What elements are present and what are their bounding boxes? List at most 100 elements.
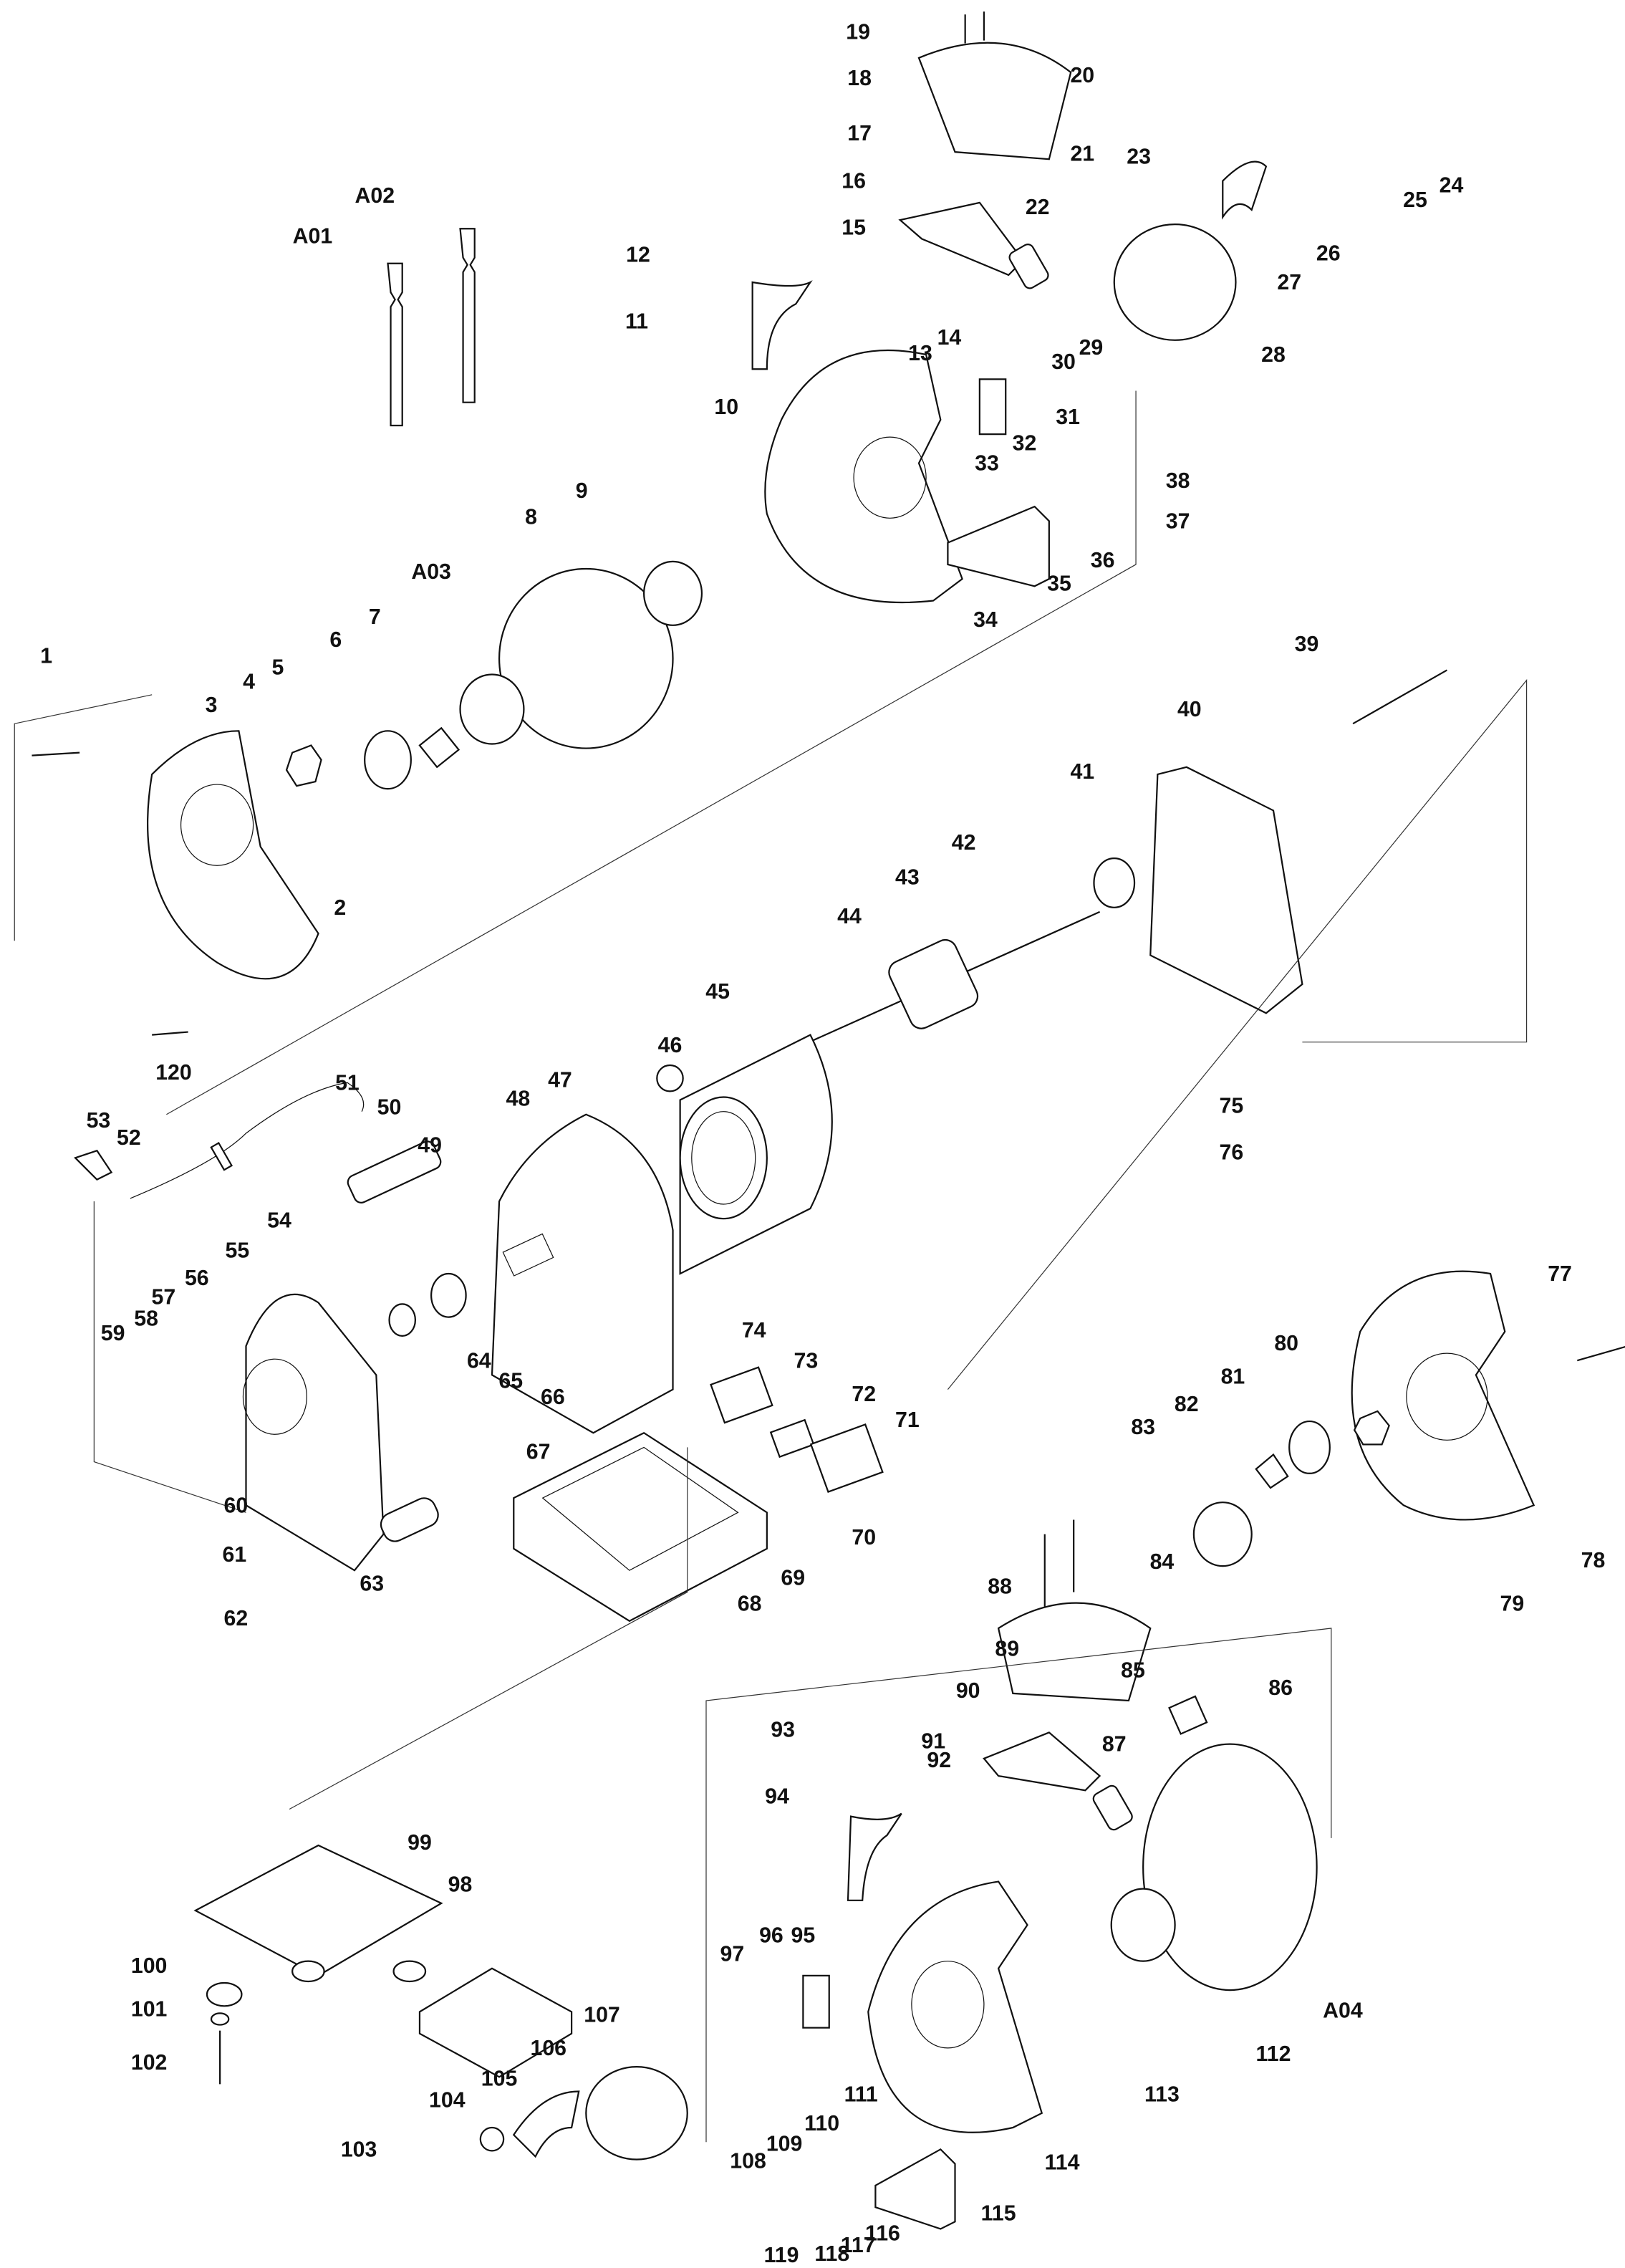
rubber-foot-100 bbox=[206, 1981, 243, 2007]
part-label-102: 102 bbox=[131, 2051, 168, 2075]
part-label-120: 120 bbox=[155, 1061, 192, 1085]
part-label-42: 42 bbox=[952, 831, 976, 855]
part-label-11: 11 bbox=[625, 310, 648, 334]
washer-101 bbox=[210, 2012, 230, 2026]
part-label-72: 72 bbox=[852, 1383, 876, 1406]
eye-shield-21 bbox=[917, 42, 1072, 160]
part-label-17: 17 bbox=[847, 122, 872, 145]
part-label-79: 79 bbox=[1500, 1592, 1525, 1616]
part-label-57: 57 bbox=[151, 1285, 175, 1309]
part-label-84: 84 bbox=[1150, 1550, 1175, 1574]
part-label-99: 99 bbox=[408, 1831, 432, 1855]
grinding-wheel-a04 bbox=[1142, 1743, 1318, 1991]
lamp-22 bbox=[1008, 244, 1049, 289]
water-tray-98 bbox=[418, 1967, 573, 2078]
part-label-45: 45 bbox=[705, 980, 730, 1004]
part-label-41: 41 bbox=[1070, 760, 1094, 784]
lamp-87 bbox=[1092, 1784, 1133, 1831]
part-number-labels: 1234567891011121314151617181920212223242… bbox=[40, 21, 1605, 2267]
flange-8 bbox=[643, 560, 703, 626]
part-label-10: 10 bbox=[714, 395, 738, 419]
part-label-75: 75 bbox=[1220, 1095, 1244, 1118]
part-label-65: 65 bbox=[498, 1370, 523, 1393]
wheel-guard-78 bbox=[1351, 1270, 1535, 1521]
part-label-66: 66 bbox=[541, 1385, 565, 1409]
part-label-36: 36 bbox=[1091, 549, 1115, 572]
part-label-82: 82 bbox=[1175, 1393, 1199, 1416]
part-label-85: 85 bbox=[1121, 1659, 1145, 1683]
part-label-7: 7 bbox=[369, 605, 381, 629]
part-label-8: 8 bbox=[525, 505, 537, 529]
reference-line bbox=[14, 694, 153, 941]
mounting-plate-99 bbox=[193, 1844, 443, 1977]
part-label-112: 112 bbox=[1256, 2042, 1291, 2066]
part-label-78: 78 bbox=[1581, 1549, 1606, 1572]
lamp-bulb-86 bbox=[1168, 1695, 1208, 1735]
reference-line bbox=[705, 1628, 1332, 2143]
motor-housing-41 bbox=[1149, 766, 1303, 1014]
part-label-3: 3 bbox=[206, 693, 218, 717]
part-label-114: 114 bbox=[1045, 2151, 1080, 2175]
part-label-58: 58 bbox=[134, 1307, 158, 1331]
part-label-93: 93 bbox=[771, 1719, 795, 1742]
spark-arrestor-93 bbox=[847, 1812, 902, 1901]
part-label-73: 73 bbox=[794, 1349, 819, 1373]
part-label-40: 40 bbox=[1177, 698, 1202, 721]
part-label-116: 116 bbox=[865, 2222, 900, 2246]
part-label-34: 34 bbox=[973, 608, 998, 632]
part-label-111: 111 bbox=[844, 2083, 878, 2107]
part-label-15: 15 bbox=[842, 216, 866, 239]
part-label-49: 49 bbox=[418, 1133, 442, 1157]
part-label-100: 100 bbox=[131, 1954, 168, 1978]
reference-line bbox=[289, 1447, 688, 1810]
part-label-4: 4 bbox=[243, 671, 255, 694]
part-label-37: 37 bbox=[1166, 509, 1190, 533]
part-label-2: 2 bbox=[334, 896, 346, 920]
spark-guard-mount-92 bbox=[983, 1731, 1101, 1792]
tool-rest-106 bbox=[512, 2090, 580, 2158]
flange-7 bbox=[459, 673, 525, 745]
washer-82 bbox=[1255, 1453, 1289, 1489]
rubber-foot bbox=[291, 1960, 325, 1983]
stator-face bbox=[679, 1096, 768, 1220]
bearing-42 bbox=[1093, 857, 1136, 908]
wheel-guard-114 bbox=[867, 1880, 1043, 2133]
parts-drawing bbox=[14, 11, 1625, 2230]
nut-3 bbox=[285, 744, 322, 787]
part-label-87: 87 bbox=[1102, 1733, 1127, 1757]
wrench-a02 bbox=[459, 228, 476, 403]
part-label-103: 103 bbox=[341, 2138, 377, 2161]
rubber-foot bbox=[392, 1960, 427, 1983]
grinding-wheel-a03 bbox=[498, 567, 674, 749]
spark-arrestor-12 bbox=[751, 280, 813, 370]
part-label-a02: A02 bbox=[355, 184, 395, 208]
part-label-22: 22 bbox=[1026, 196, 1050, 219]
power-cord-51 bbox=[130, 1082, 365, 1199]
part-label-28: 28 bbox=[1261, 343, 1286, 367]
part-label-71: 71 bbox=[895, 1408, 920, 1432]
part-label-108: 108 bbox=[730, 2150, 766, 2173]
housing-hub-57 bbox=[242, 1358, 307, 1435]
part-label-105: 105 bbox=[481, 2067, 518, 2090]
part-label-39: 39 bbox=[1295, 633, 1319, 656]
tool-rest-bracket-115 bbox=[874, 2148, 956, 2230]
part-label-104: 104 bbox=[429, 2089, 466, 2113]
part-label-12: 12 bbox=[626, 244, 650, 267]
part-label-a03: A03 bbox=[411, 560, 451, 584]
eye-shield-85 bbox=[997, 1602, 1152, 1702]
part-label-110: 110 bbox=[804, 2112, 839, 2135]
motor-cover-47 bbox=[491, 1113, 674, 1434]
part-label-25: 25 bbox=[1403, 188, 1427, 212]
part-label-118: 118 bbox=[814, 2242, 849, 2266]
bolt-1 bbox=[32, 751, 80, 756]
part-label-53: 53 bbox=[87, 1109, 111, 1133]
part-label-117: 117 bbox=[841, 2234, 876, 2257]
part-label-74: 74 bbox=[742, 1319, 766, 1342]
part-label-23: 23 bbox=[1127, 145, 1151, 168]
part-label-96: 96 bbox=[759, 1923, 783, 1947]
flange-5 bbox=[364, 730, 412, 790]
cord-plate-49 bbox=[347, 1140, 442, 1203]
part-label-80: 80 bbox=[1274, 1332, 1298, 1355]
part-label-81: 81 bbox=[1221, 1365, 1245, 1389]
part-label-6: 6 bbox=[329, 628, 342, 652]
